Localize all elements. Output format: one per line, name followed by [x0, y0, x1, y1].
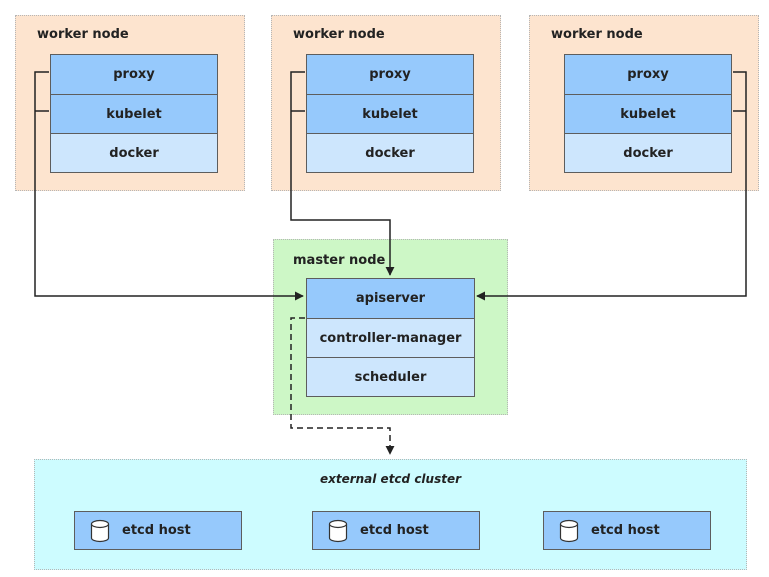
etcd-host-label: etcd host [360, 523, 429, 538]
etcd-host-label: etcd host [122, 523, 191, 538]
docker-component: docker [51, 133, 217, 172]
controller-manager-component: controller-manager [307, 318, 474, 357]
database-icon [90, 519, 110, 542]
master-component-stack: apiserver controller-manager scheduler [306, 278, 475, 397]
worker-component-stack: proxy kubelet docker [50, 54, 218, 173]
worker-node-title: worker node [293, 27, 385, 42]
etcd-cluster-title: external etcd cluster [319, 472, 462, 486]
kubelet-component: kubelet [565, 94, 731, 133]
worker-node-1: worker node proxy kubelet docker [15, 15, 245, 191]
proxy-component: proxy [565, 55, 731, 94]
master-node-title: master node [293, 253, 386, 268]
master-node: master node apiserver controller-manager… [273, 239, 508, 415]
docker-component: docker [307, 133, 473, 172]
database-icon [559, 519, 579, 542]
database-icon [328, 519, 348, 542]
etcd-host-3: etcd host [543, 511, 711, 550]
etcd-host-1: etcd host [74, 511, 242, 550]
worker-node-3: worker node proxy kubelet docker [529, 15, 759, 191]
worker-node-title: worker node [37, 27, 129, 42]
worker-node-title: worker node [551, 27, 643, 42]
apiserver-component: apiserver [307, 279, 474, 318]
proxy-component: proxy [51, 55, 217, 94]
worker-node-2: worker node proxy kubelet docker [271, 15, 501, 191]
worker-component-stack: proxy kubelet docker [306, 54, 474, 173]
external-etcd-cluster: external etcd cluster etcd host etcd hos… [34, 459, 747, 570]
kubelet-component: kubelet [51, 94, 217, 133]
scheduler-component: scheduler [307, 357, 474, 396]
etcd-host-2: etcd host [312, 511, 480, 550]
docker-component: docker [565, 133, 731, 172]
kubelet-component: kubelet [307, 94, 473, 133]
etcd-host-label: etcd host [591, 523, 660, 538]
proxy-component: proxy [307, 55, 473, 94]
worker-component-stack: proxy kubelet docker [564, 54, 732, 173]
